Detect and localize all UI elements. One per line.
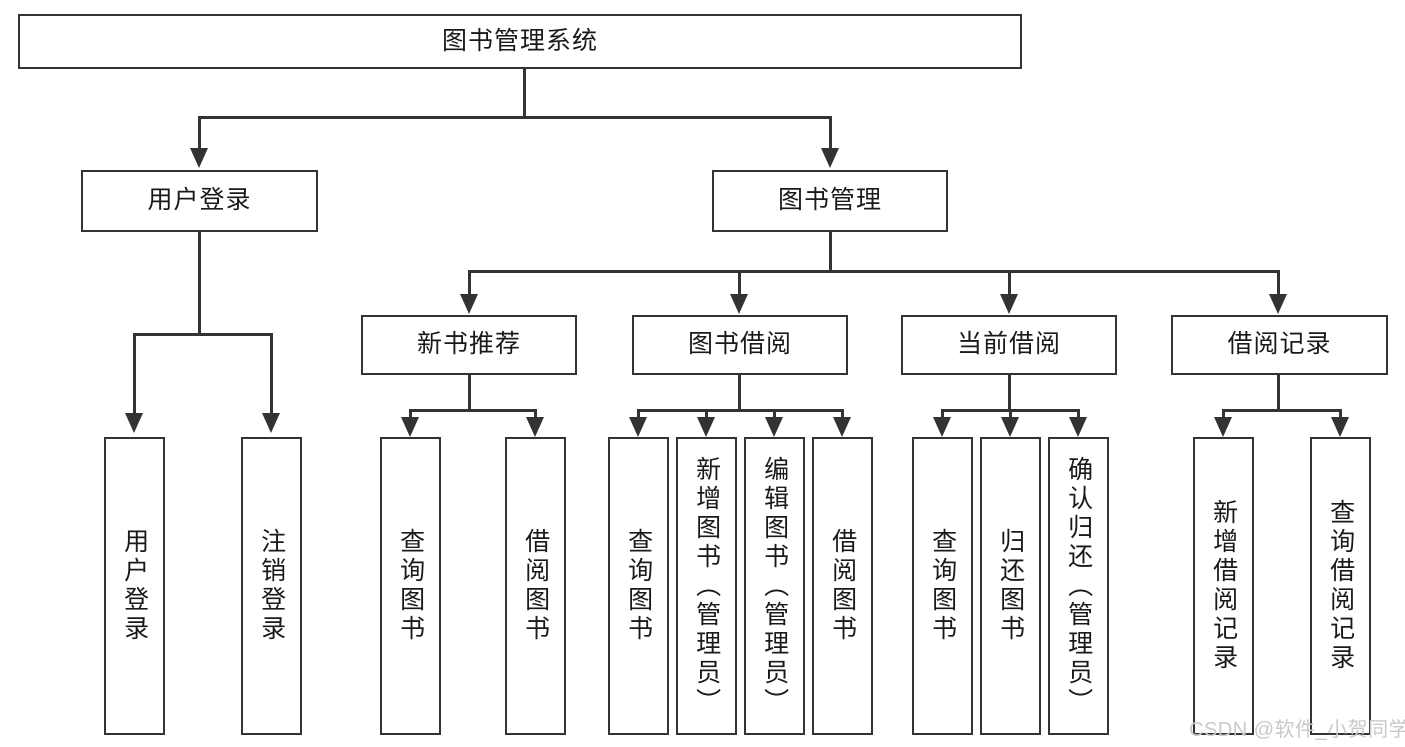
edge-drop-leaf-bb-query [637, 409, 640, 423]
node-label: 查询图书 [396, 528, 425, 644]
node-label: 编辑图书（管理员） [760, 455, 789, 717]
leaf-cb-confirm-return-admin[interactable]: 确认归还（管理员） [1048, 437, 1109, 735]
arrowhead-borrow-record [1269, 294, 1287, 314]
arrowhead-leaf-br-add [1214, 417, 1232, 437]
edge-root-stem [523, 69, 526, 118]
edge-drop-leaf-bb-add [705, 409, 708, 423]
edge-drop-leaf-cb-confirm [1077, 409, 1080, 423]
edge-drop-borrow-record [1277, 270, 1280, 298]
edge-drop-leaf-cb-query [941, 409, 944, 423]
edge-new-book-bus [409, 409, 537, 412]
arrowhead-new-book [460, 294, 478, 314]
arrowhead-book-borrow [730, 294, 748, 314]
edge-level2-bus [198, 116, 832, 119]
leaf-nb-query-book[interactable]: 查询图书 [380, 437, 441, 735]
arrowhead-leaf-nb-borrow [526, 417, 544, 437]
arrowhead-leaf-br-query [1331, 417, 1349, 437]
node-root-library-system[interactable]: 图书管理系统 [18, 14, 1022, 69]
edge-current-borrow-stem [1008, 375, 1011, 411]
leaf-user-login[interactable]: 用户登录 [104, 437, 165, 735]
node-label: 新增图书（管理员） [692, 455, 721, 717]
arrowhead-leaf-logout [262, 413, 280, 433]
edge-user-login-bus [133, 333, 273, 336]
edge-drop-leaf-nb-borrow [534, 409, 537, 423]
leaf-nb-borrow-book[interactable]: 借阅图书 [505, 437, 566, 735]
node-borrow-record[interactable]: 借阅记录 [1171, 315, 1388, 375]
node-label: 借阅图书 [828, 528, 857, 644]
node-label: 查询图书 [624, 528, 653, 644]
node-label: 用户登录 [120, 528, 149, 644]
leaf-bb-query-book[interactable]: 查询图书 [608, 437, 669, 735]
node-label: 图书管理系统 [441, 26, 598, 55]
leaf-bb-add-book-admin[interactable]: 新增图书（管理员） [676, 437, 737, 735]
edge-book-manage-stem [829, 232, 832, 272]
node-book-borrow[interactable]: 图书借阅 [632, 315, 848, 375]
node-label: 注销登录 [257, 528, 286, 644]
edge-drop-user-login [198, 116, 201, 152]
edge-drop-leaf-cb-return [1009, 409, 1012, 423]
node-new-book-recommend[interactable]: 新书推荐 [361, 315, 577, 375]
edge-drop-book-borrow [738, 270, 741, 298]
edge-book-borrow-stem [738, 375, 741, 411]
edge-book-borrow-bus [637, 409, 843, 412]
node-book-management[interactable]: 图书管理 [712, 170, 948, 232]
edge-drop-leaf-br-add [1222, 409, 1225, 423]
leaf-br-query-record[interactable]: 查询借阅记录 [1310, 437, 1371, 735]
leaf-bb-borrow-book[interactable]: 借阅图书 [812, 437, 873, 735]
node-label: 图书借阅 [687, 330, 792, 359]
csdn-watermark: CSDN @软件_小贺同学 [1189, 719, 1405, 741]
leaf-bb-edit-book-admin[interactable]: 编辑图书（管理员） [744, 437, 805, 735]
node-label: 用户登录 [147, 186, 252, 215]
node-label: 归还图书 [996, 528, 1025, 644]
arrowhead-leaf-nb-query [401, 417, 419, 437]
arrowhead-current-borrow [1000, 294, 1018, 314]
node-user-login[interactable]: 用户登录 [81, 170, 318, 232]
arrowhead-leaf-bb-query [629, 417, 647, 437]
leaf-cb-return-book[interactable]: 归还图书 [980, 437, 1041, 735]
edge-level3-bus [468, 270, 1280, 273]
node-current-borrow[interactable]: 当前借阅 [901, 315, 1117, 375]
node-label: 新书推荐 [416, 330, 521, 359]
arrowhead-book-manage [821, 148, 839, 168]
arrowhead-leaf-cb-return [1001, 417, 1019, 437]
edge-borrow-record-bus [1222, 409, 1342, 412]
edge-drop-book-manage [829, 116, 832, 152]
edge-borrow-record-stem [1277, 375, 1280, 411]
edge-drop-new-book [468, 270, 471, 298]
node-label: 图书管理 [777, 186, 882, 215]
arrowhead-leaf-bb-borrow [833, 417, 851, 437]
arrowhead-leaf-cb-confirm [1069, 417, 1087, 437]
leaf-br-add-record[interactable]: 新增借阅记录 [1193, 437, 1254, 735]
edge-user-login-stem [198, 232, 201, 335]
leaf-logout[interactable]: 注销登录 [241, 437, 302, 735]
edge-drop-leaf-logout [270, 333, 273, 417]
arrowhead-leaf-user-login [125, 413, 143, 433]
edge-drop-leaf-bb-borrow [841, 409, 844, 423]
arrowhead-leaf-bb-add [697, 417, 715, 437]
node-label: 借阅记录 [1227, 330, 1332, 359]
edge-drop-leaf-bb-edit [773, 409, 776, 423]
edge-drop-leaf-br-query [1339, 409, 1342, 423]
node-label: 新增借阅记录 [1209, 499, 1238, 673]
edge-new-book-stem [468, 375, 471, 411]
arrowhead-user-login [190, 148, 208, 168]
arrowhead-leaf-bb-edit [765, 417, 783, 437]
node-label: 确认归还（管理员） [1064, 455, 1093, 717]
node-label: 当前借阅 [956, 330, 1061, 359]
arrowhead-leaf-cb-query [933, 417, 951, 437]
node-label: 查询图书 [928, 528, 957, 644]
edge-drop-current-borrow [1008, 270, 1011, 298]
edge-drop-leaf-user-login [133, 333, 136, 417]
node-label: 借阅图书 [521, 528, 550, 644]
edge-drop-leaf-nb-query [409, 409, 412, 423]
leaf-cb-query-book[interactable]: 查询图书 [912, 437, 973, 735]
node-label: 查询借阅记录 [1326, 499, 1355, 673]
